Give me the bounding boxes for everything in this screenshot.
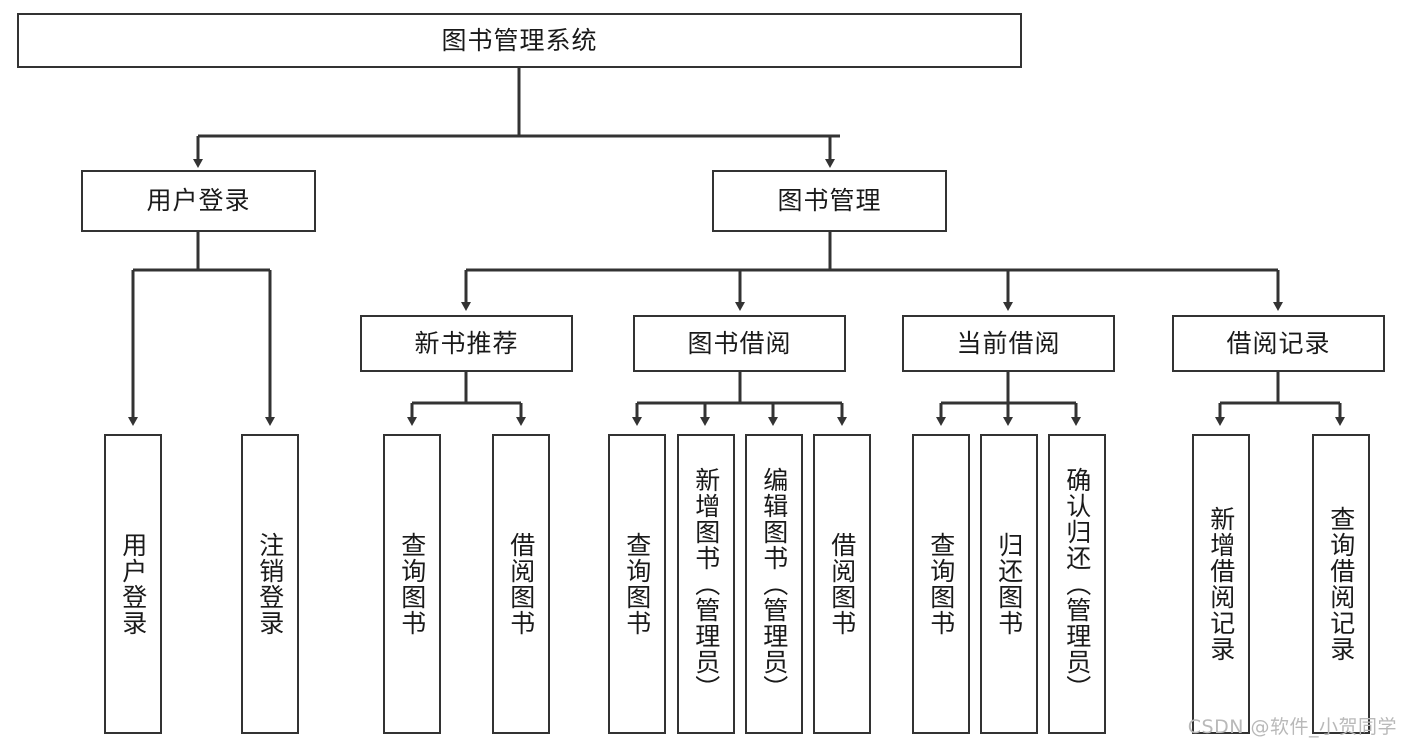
node-leaf-add-book[interactable]: 新增图书（管理员） (677, 434, 735, 734)
node-leaf-return-book[interactable]: 归还图书 (980, 434, 1038, 734)
node-leaf-borrow-book-2[interactable]: 借阅图书 (813, 434, 871, 734)
node-leaf-add-record[interactable]: 新增借阅记录 (1192, 434, 1250, 734)
node-book-borrow[interactable]: 图书借阅 (633, 315, 846, 372)
node-user-login-label: 用户登录 (146, 186, 251, 216)
node-leaf-edit-book[interactable]: 编辑图书（管理员） (745, 434, 803, 734)
node-borrow-record-label: 借阅记录 (1226, 328, 1331, 358)
node-current-borrow-label: 当前借阅 (956, 328, 1061, 358)
node-new-book-recommend-label: 新书推荐 (414, 328, 519, 358)
node-user-login[interactable]: 用户登录 (81, 170, 316, 232)
node-root[interactable]: 图书管理系统 (17, 13, 1022, 68)
node-book-management-label: 图书管理 (777, 186, 882, 216)
node-leaf-edit-book-label: 编辑图书（管理员） (759, 467, 789, 701)
node-new-book-recommend[interactable]: 新书推荐 (360, 315, 573, 372)
node-current-borrow[interactable]: 当前借阅 (902, 315, 1115, 372)
node-borrow-record[interactable]: 借阅记录 (1172, 315, 1385, 372)
node-leaf-query-book-3-label: 查询图书 (926, 532, 956, 636)
node-leaf-query-book-2[interactable]: 查询图书 (608, 434, 666, 734)
node-book-management[interactable]: 图书管理 (712, 170, 947, 232)
node-leaf-query-book-1[interactable]: 查询图书 (383, 434, 441, 734)
node-leaf-borrow-book-1[interactable]: 借阅图书 (492, 434, 550, 734)
node-leaf-return-book-label: 归还图书 (994, 532, 1024, 636)
node-leaf-query-record[interactable]: 查询借阅记录 (1312, 434, 1370, 734)
node-leaf-confirm-return[interactable]: 确认归还（管理员） (1048, 434, 1106, 734)
node-leaf-query-book-1-label: 查询图书 (397, 532, 427, 636)
node-leaf-add-record-label: 新增借阅记录 (1206, 506, 1236, 662)
node-root-label: 图书管理系统 (441, 25, 598, 55)
node-leaf-query-record-label: 查询借阅记录 (1326, 506, 1356, 662)
node-leaf-query-book-2-label: 查询图书 (622, 532, 652, 636)
node-leaf-confirm-return-label: 确认归还（管理员） (1062, 467, 1092, 701)
node-leaf-query-book-3[interactable]: 查询图书 (912, 434, 970, 734)
node-book-borrow-label: 图书借阅 (687, 328, 792, 358)
node-leaf-user-login[interactable]: 用户登录 (104, 434, 162, 734)
node-leaf-user-login-label: 用户登录 (118, 532, 148, 636)
node-leaf-user-logout[interactable]: 注销登录 (241, 434, 299, 734)
node-leaf-borrow-book-1-label: 借阅图书 (506, 532, 536, 636)
node-leaf-user-logout-label: 注销登录 (255, 532, 285, 636)
node-leaf-add-book-label: 新增图书（管理员） (691, 467, 721, 701)
node-leaf-borrow-book-2-label: 借阅图书 (827, 532, 857, 636)
